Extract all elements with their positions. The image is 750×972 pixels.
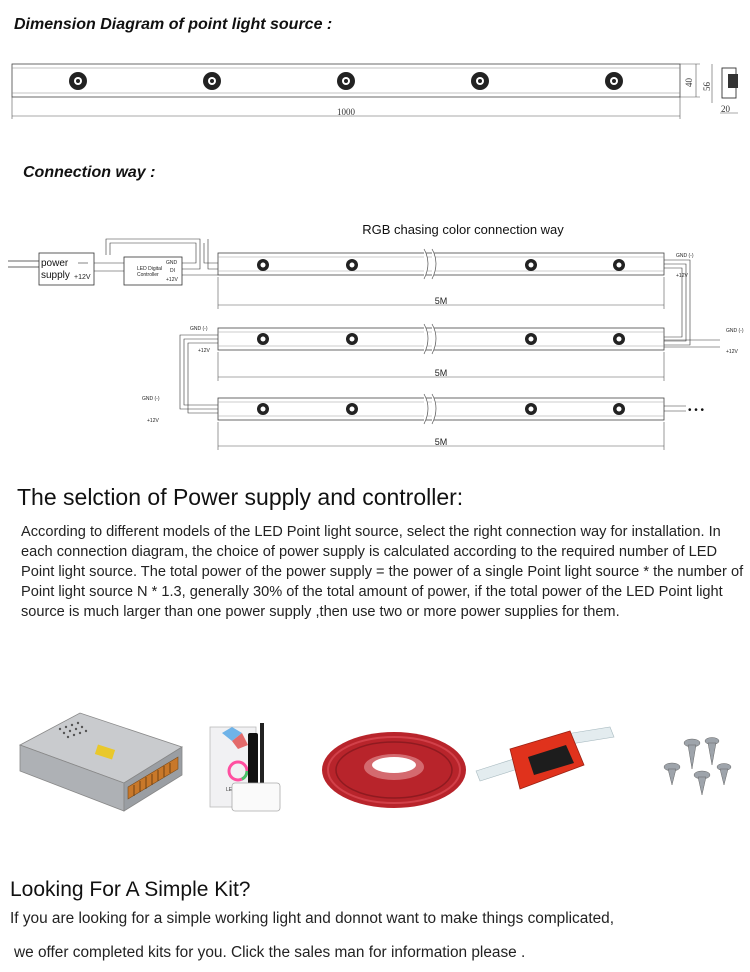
- length-label: 1000: [337, 107, 356, 117]
- dimension-diagram: 1000 40 56 20: [11, 63, 738, 119]
- connection-title: Connection way :: [23, 164, 156, 181]
- diagram-title: RGB chasing color connection way: [362, 222, 564, 237]
- led-controller-box: [123, 256, 183, 286]
- strip-1: 5M: [217, 248, 665, 309]
- controller-di: DI: [170, 268, 175, 274]
- side-height-label: 56: [702, 82, 712, 92]
- continuation-ellipsis: • • •: [688, 405, 705, 416]
- dimension-led-2: [203, 72, 221, 90]
- side-width-label: 20: [721, 104, 731, 114]
- kit-sales-link[interactable]: we offer completed kits for you. Click t…: [14, 944, 526, 961]
- selection-heading: The selction of Power supply and control…: [17, 484, 464, 510]
- controller-line2: Controller: [137, 272, 159, 278]
- strip-3-gnd-label: GND (-): [142, 396, 160, 402]
- power-supply-box: [38, 252, 95, 286]
- height-label: 40: [684, 78, 694, 88]
- strip-3-v-label: +12V: [147, 418, 159, 424]
- right-gnd-label: GND (-): [726, 328, 744, 334]
- power-label-2: supply: [41, 270, 70, 281]
- wire-coil-image: [322, 732, 466, 808]
- kit-title: Looking For A Simple Kit?: [10, 878, 251, 901]
- strip-2-v-label: +12V: [198, 348, 210, 354]
- kit-line-1: If you are looking for a simple working …: [10, 910, 614, 927]
- power-label-1: power: [41, 258, 69, 269]
- product-images: LED Shop: [19, 712, 732, 812]
- screws-image: [663, 737, 732, 796]
- dimension-title: Dimension Diagram of point light source …: [14, 16, 333, 33]
- strip-2-gnd-label: GND (-): [190, 326, 208, 332]
- strip-1-gnd-label: GND (-): [676, 253, 694, 259]
- dimension-led-1: [69, 72, 87, 90]
- controller-line1: LED Digital: [137, 266, 162, 272]
- strip-3-length: 5M: [435, 437, 448, 447]
- strip-3: 5M: [217, 393, 665, 450]
- dimension-led-5: [605, 72, 623, 90]
- controller-gnd: GND: [166, 260, 178, 266]
- right-v-label: +12V: [726, 349, 738, 355]
- dimension-led-3: [337, 72, 355, 90]
- strip-2: 5M: [217, 323, 665, 381]
- connection-diagram: RGB chasing color connection way power s…: [8, 222, 744, 450]
- dimension-led-4: [471, 72, 489, 90]
- controller-image: LED Shop: [209, 723, 281, 812]
- controller-v: +12V: [166, 277, 178, 283]
- power-supply-image: [19, 712, 183, 812]
- connector-image: [475, 726, 615, 790]
- strip-2-length: 5M: [435, 368, 448, 378]
- power-voltage: +12V: [74, 274, 91, 281]
- strip-1-length: 5M: [435, 296, 448, 306]
- selection-body: According to different models of the LED…: [21, 524, 744, 620]
